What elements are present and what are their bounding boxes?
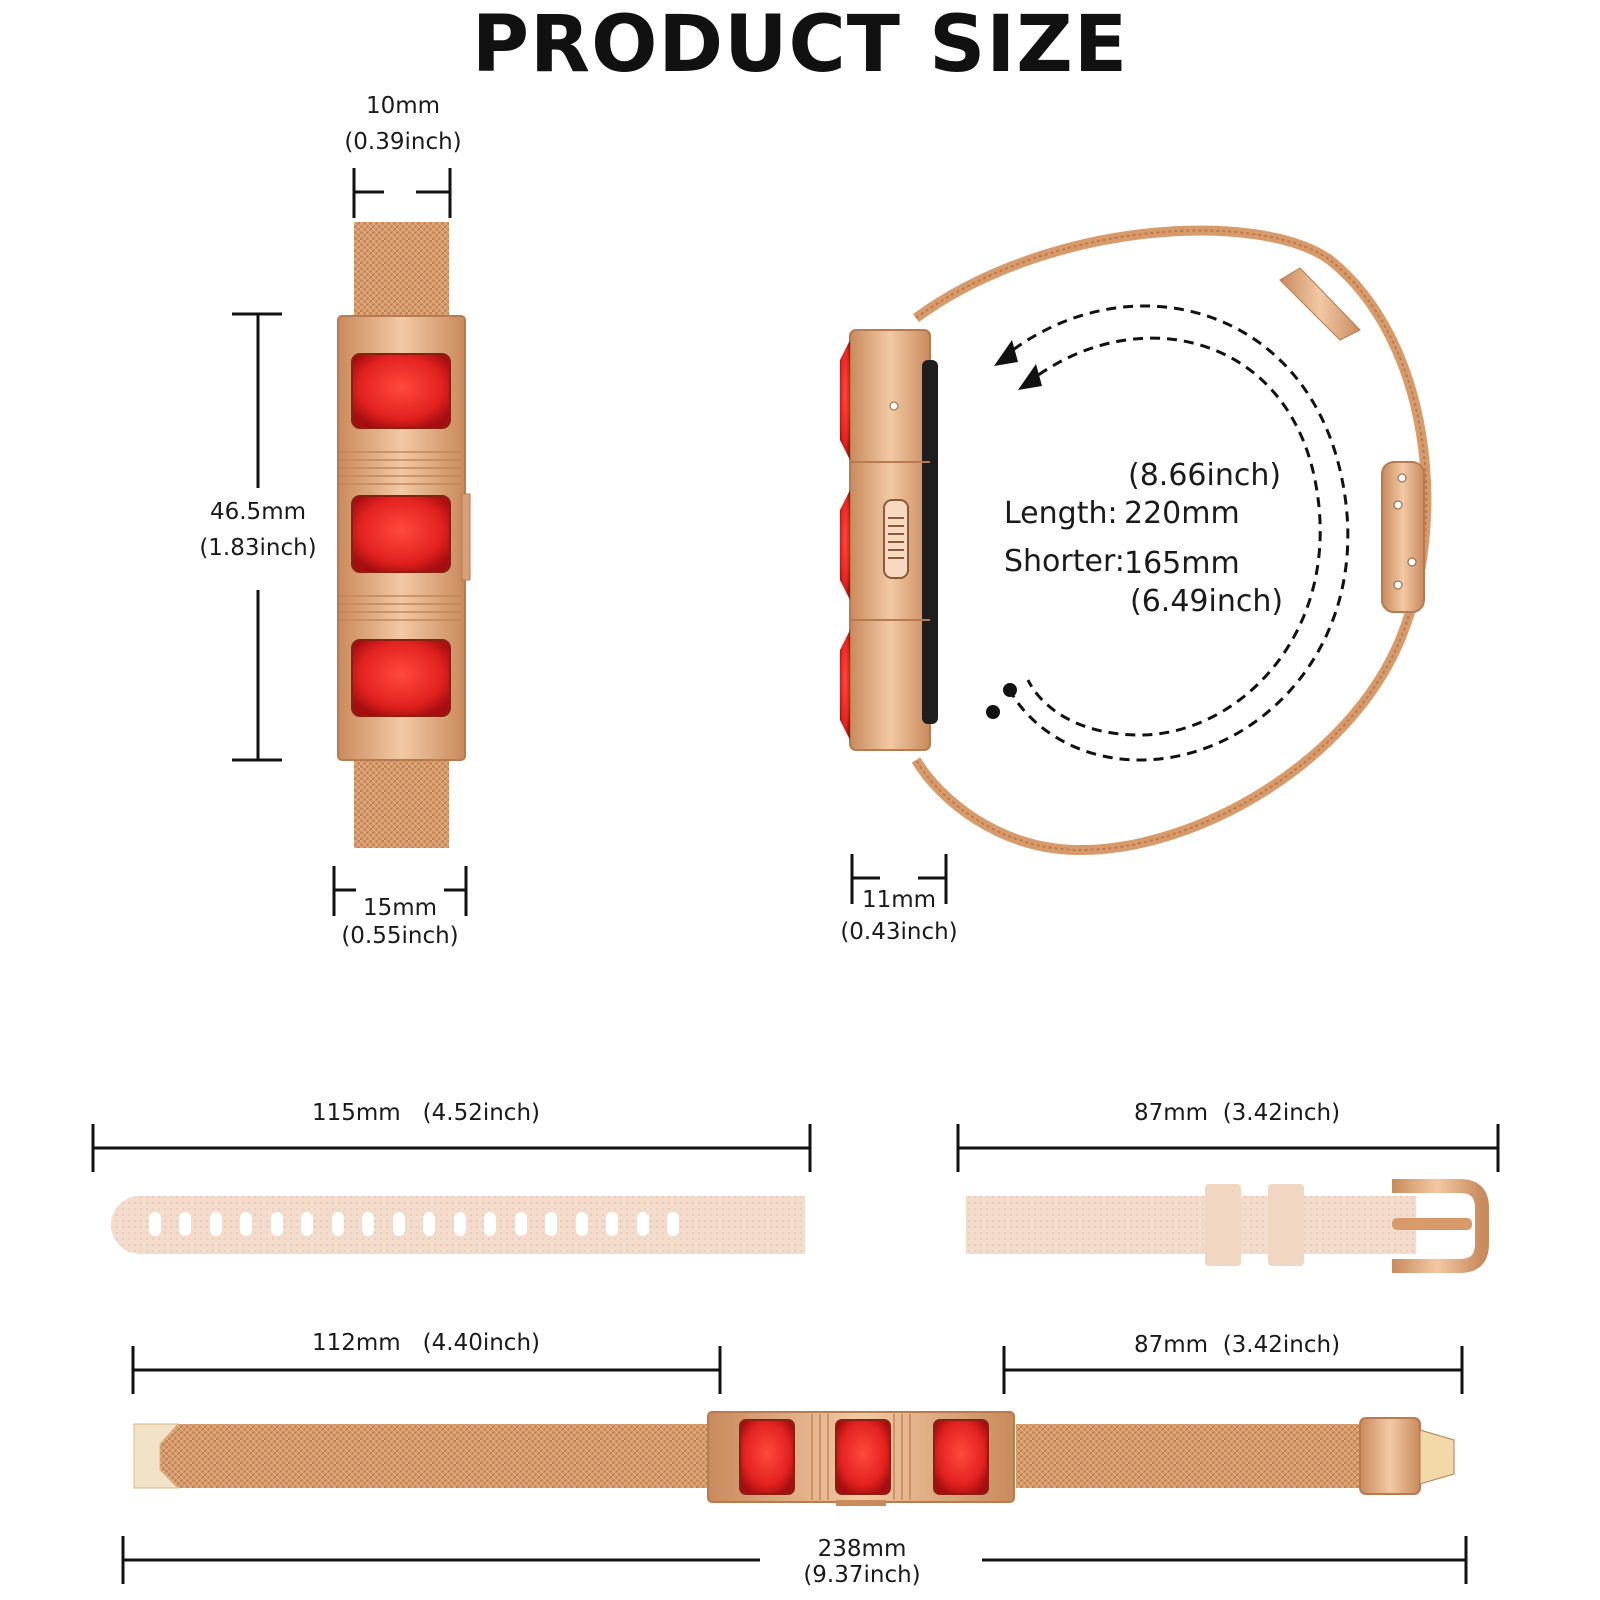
length-inch: (8.66inch) [1128,458,1282,493]
side-thickness-label: 11mm (0.43inch) [820,884,978,948]
mesh-total-mm: 238mm [817,1536,907,1562]
front-height-inch: (1.83inch) [199,535,317,561]
gem [351,495,451,573]
silicone-dimension-lines [91,1124,1500,1172]
mesh-left-inch: (4.40inch) [422,1330,541,1356]
mesh-total-length: 238mm (9.37inch) [772,1536,952,1588]
front-top-width-mm: 10mm [365,93,441,119]
arrow-head [1018,364,1042,390]
arrow-head [994,340,1018,366]
silicone-right-mm: 87mm [1134,1100,1209,1126]
gem [739,1419,795,1495]
shorter-inch: (6.49inch) [1130,584,1284,619]
front-bottom-width-inch: (0.55inch) [341,923,459,949]
side-view-band [840,225,1432,856]
length-mm: 220mm [1124,496,1240,531]
front-top-width-inch: (0.39inch) [344,129,462,155]
length-label: Length: [1004,496,1118,531]
silicone-right-length: 87mm (3.42inch) [1134,1100,1340,1126]
silicone-left-length: 115mm (4.52inch) [312,1100,540,1126]
silicone-strap [111,1179,1489,1273]
front-height-label: 46.5mm (1.83inch) [168,494,348,566]
front-top-width-label: 10mm (0.39inch) [320,88,486,160]
gem [933,1419,989,1495]
front-dimension-lines [232,168,468,916]
silicone-left-mm: 115mm [312,1100,401,1126]
arrow-tail [1003,683,1017,697]
arrow-tail [986,705,1000,719]
mesh-right-mm: 87mm [1134,1332,1209,1358]
page-title: PRODUCT SIZE [471,0,1129,90]
mesh-strap [133,1411,1455,1506]
gem [351,639,451,717]
mesh-total-inch: (9.37inch) [803,1562,921,1588]
shorter-label: Shorter: [1004,544,1125,579]
mesh-right-inch: (3.42inch) [1222,1332,1341,1358]
silicone-left-inch: (4.52inch) [422,1100,541,1126]
front-bottom-width-mm: 15mm [362,895,438,921]
mesh-left-mm: 112mm [312,1330,401,1356]
side-thickness-mm: 11mm [861,887,937,913]
mesh-left-length: 112mm (4.40inch) [312,1330,540,1356]
shorter-mm: 165mm [1124,546,1240,581]
silicone-right-inch: (3.42inch) [1222,1100,1341,1126]
size-arrows [999,304,1350,762]
front-height-mm: 46.5mm [209,499,307,525]
gem [835,1419,891,1495]
gem [351,353,451,429]
side-thickness-inch: (0.43inch) [840,919,958,945]
front-view-band [337,222,471,848]
front-bottom-width-label: 15mm (0.55inch) [316,894,484,950]
mesh-dimension-lines [121,1346,1468,1584]
side-dimension-lines [850,854,948,904]
mesh-right-length: 87mm (3.42inch) [1134,1332,1340,1358]
